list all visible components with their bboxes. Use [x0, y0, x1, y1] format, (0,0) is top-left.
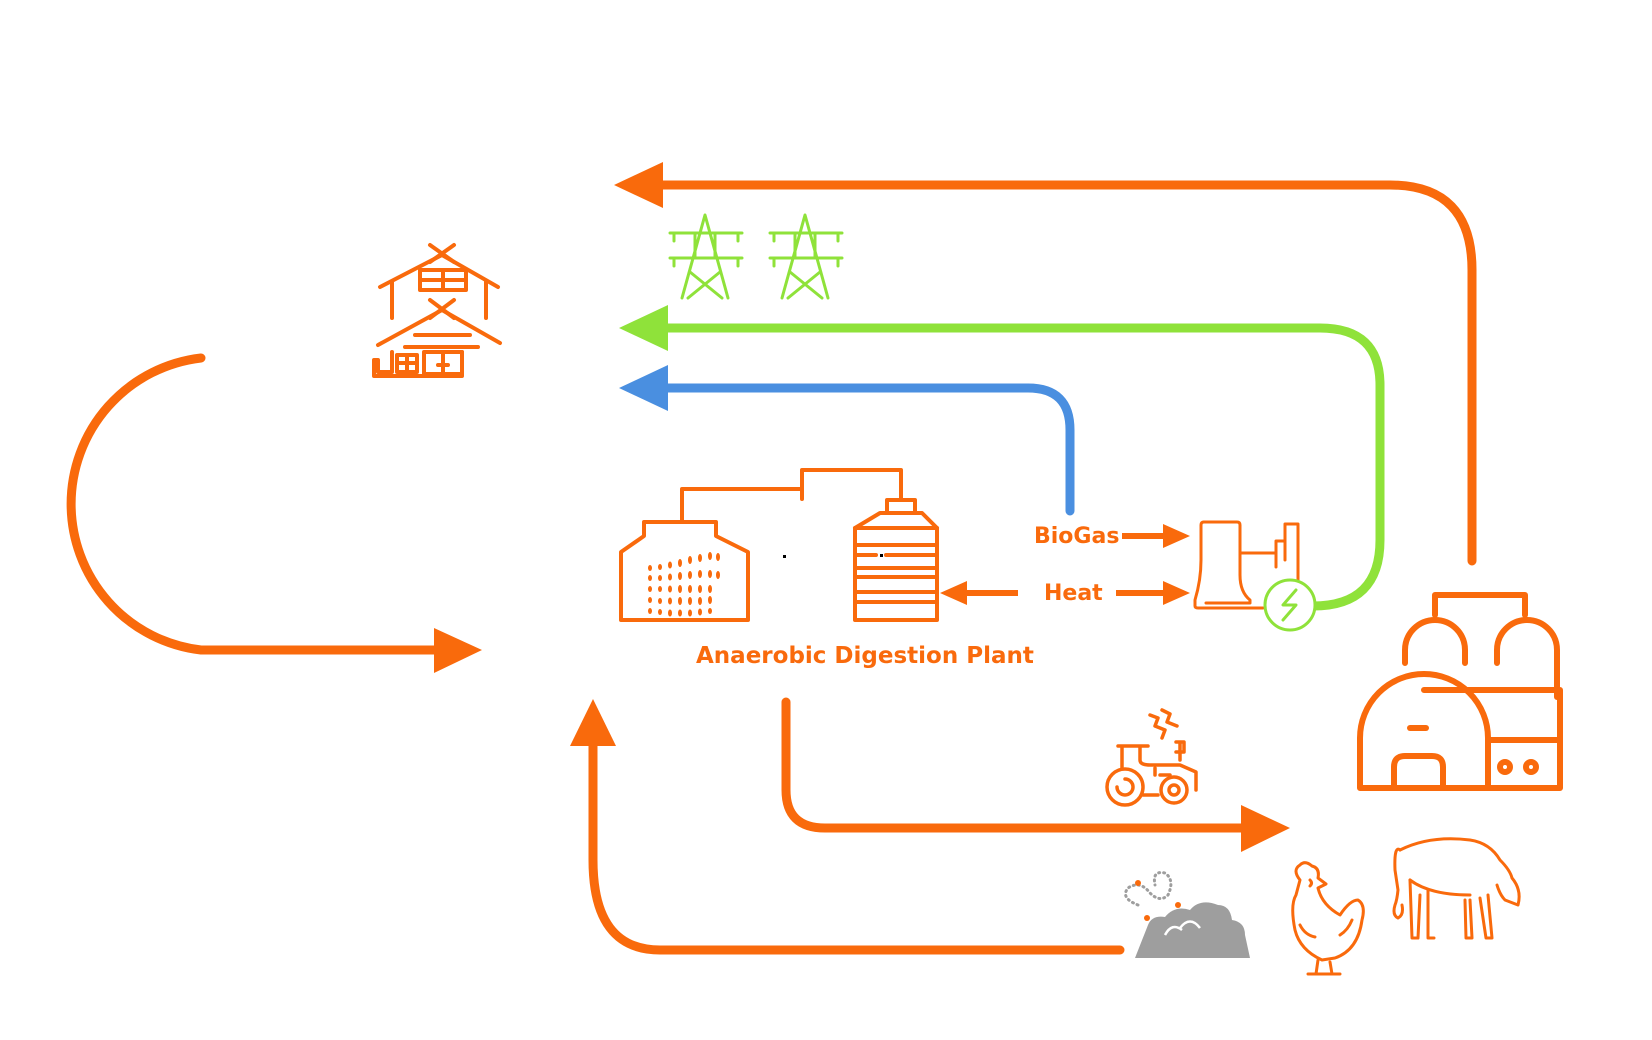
house-icon — [372, 243, 502, 378]
heat-label: Heat — [1044, 581, 1103, 606]
electricity-arrow — [619, 305, 1385, 611]
manure-pile-icon — [1124, 871, 1250, 958]
chicken-icon — [1291, 861, 1365, 976]
digestate-arrow — [781, 697, 1290, 852]
heat-to-plant-arrow — [940, 581, 1018, 605]
cow-icon — [1392, 837, 1521, 940]
heat-to-generator-arrow — [1116, 581, 1190, 605]
power-pylon-icon — [668, 213, 744, 300]
tractor-icon — [1105, 708, 1198, 807]
farm-output-arrow — [614, 162, 1477, 566]
power-pylon-icon — [768, 213, 844, 300]
tank-marker — [880, 554, 883, 557]
power-plant-icon — [1193, 520, 1300, 610]
digester-tank-icon — [619, 468, 903, 622]
plant-label: Anaerobic Digestion Plant — [696, 643, 1034, 669]
biogas-arrow — [1122, 524, 1190, 548]
manure-to-plant-arrow — [570, 699, 1125, 955]
gas-arrow — [619, 365, 1075, 516]
farm-barn-icon — [1357, 592, 1564, 791]
biogas-label: BioGas — [1034, 524, 1119, 549]
storage-tank-icon — [853, 498, 939, 622]
waste-input-arrow — [66, 353, 482, 673]
lightning-icon — [1263, 578, 1317, 632]
